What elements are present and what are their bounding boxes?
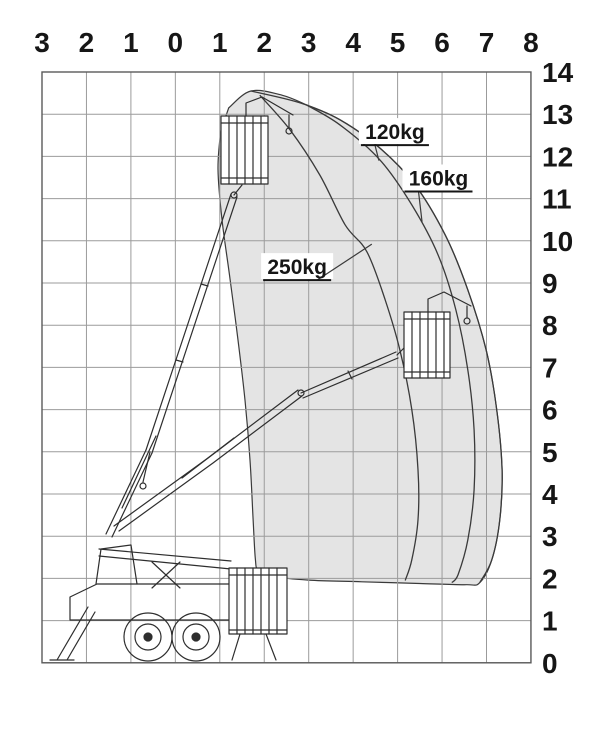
basket bbox=[228, 567, 288, 635]
turret bbox=[95, 544, 138, 585]
wheel bbox=[171, 612, 221, 662]
load-label: 160kg bbox=[409, 168, 469, 191]
x-axis-tick: 2 bbox=[79, 27, 95, 58]
basket-link bbox=[396, 347, 405, 356]
y-axis-tick: 11 bbox=[542, 184, 572, 215]
basket-rails bbox=[403, 311, 451, 379]
basket-rails bbox=[228, 567, 288, 635]
boom-section-marks bbox=[175, 283, 209, 363]
machine-stowed bbox=[49, 544, 288, 662]
load-label: 250kg bbox=[267, 256, 327, 279]
machine-illustrations bbox=[49, 96, 472, 662]
load-label: 120kg bbox=[365, 121, 425, 144]
boom-head-joint bbox=[230, 191, 238, 199]
basket-hoist-jib bbox=[427, 291, 472, 319]
x-axis-tick: 7 bbox=[479, 27, 495, 58]
curve-250kg bbox=[259, 94, 420, 581]
curve-120kg bbox=[250, 90, 503, 583]
elbow-joint bbox=[297, 389, 305, 397]
y-axis-tick: 6 bbox=[542, 395, 558, 426]
y-axis-tick: 3 bbox=[542, 521, 558, 552]
x-axis-tick: 3 bbox=[34, 27, 50, 58]
wheel-hub bbox=[191, 632, 201, 642]
basket-legs bbox=[231, 633, 277, 661]
load-label-bg bbox=[358, 118, 431, 145]
load-label-bg bbox=[261, 253, 334, 280]
telescopic-boom bbox=[145, 193, 238, 454]
wheel-rim bbox=[182, 623, 210, 651]
load-label-leader bbox=[417, 191, 423, 222]
grid bbox=[41, 71, 532, 664]
x-axis-tick: 3 bbox=[301, 27, 317, 58]
lift-cylinder bbox=[181, 437, 235, 479]
lower-boom bbox=[113, 389, 303, 532]
y-axis-tick: 14 bbox=[542, 57, 574, 88]
y-axis-tick: 0 bbox=[542, 648, 558, 679]
y-axis-tick: 12 bbox=[542, 141, 573, 172]
y-axis-tick: 2 bbox=[542, 563, 558, 594]
wheel-hub bbox=[143, 632, 153, 642]
load-label-bg bbox=[402, 164, 475, 191]
machine-boom-extended bbox=[113, 291, 472, 532]
y-axis-tick: 13 bbox=[542, 99, 573, 130]
y-axis-tick: 10 bbox=[542, 226, 573, 257]
hanging-link bbox=[142, 451, 151, 483]
y-axis-tick: 9 bbox=[542, 268, 558, 299]
chassis-body bbox=[69, 583, 248, 621]
boom-section-mark bbox=[347, 370, 353, 380]
x-axis-tick: 6 bbox=[434, 27, 450, 58]
x-axis-tick: 1 bbox=[123, 27, 139, 58]
load-curves bbox=[250, 90, 503, 584]
y-axis-tick: 4 bbox=[542, 479, 558, 510]
basket-rails bbox=[220, 115, 269, 185]
curve-160kg bbox=[306, 104, 476, 584]
basket-link bbox=[233, 184, 243, 196]
x-axis-tick: 2 bbox=[256, 27, 272, 58]
x-axis-tick: 8 bbox=[523, 27, 539, 58]
x-axis-tick: 0 bbox=[168, 27, 184, 58]
y-axis-tick: 5 bbox=[542, 437, 558, 468]
outrigger-legs bbox=[49, 606, 96, 661]
load-label-leader bbox=[316, 243, 373, 281]
y-axis-tick: 8 bbox=[542, 310, 558, 341]
hoist-hook bbox=[463, 317, 471, 325]
x-axis-tick: 4 bbox=[345, 27, 361, 58]
y-axis-tick: 1 bbox=[542, 606, 558, 637]
link-end bbox=[139, 482, 147, 490]
x-axis-tick: 5 bbox=[390, 27, 406, 58]
y-axis-tick: 7 bbox=[542, 352, 558, 383]
wheel-rim bbox=[134, 623, 162, 651]
x-axis-tick: 1 bbox=[212, 27, 228, 58]
hoist-hook bbox=[285, 127, 293, 135]
machine-boom-raised bbox=[105, 96, 294, 538]
lift-cylinder bbox=[121, 435, 157, 509]
basket-hoist-jib bbox=[245, 96, 294, 129]
plot-border bbox=[41, 71, 532, 664]
load-label-leader bbox=[374, 144, 380, 161]
scissor-link bbox=[151, 561, 181, 589]
basket bbox=[403, 311, 451, 379]
folded-boom bbox=[98, 548, 232, 570]
